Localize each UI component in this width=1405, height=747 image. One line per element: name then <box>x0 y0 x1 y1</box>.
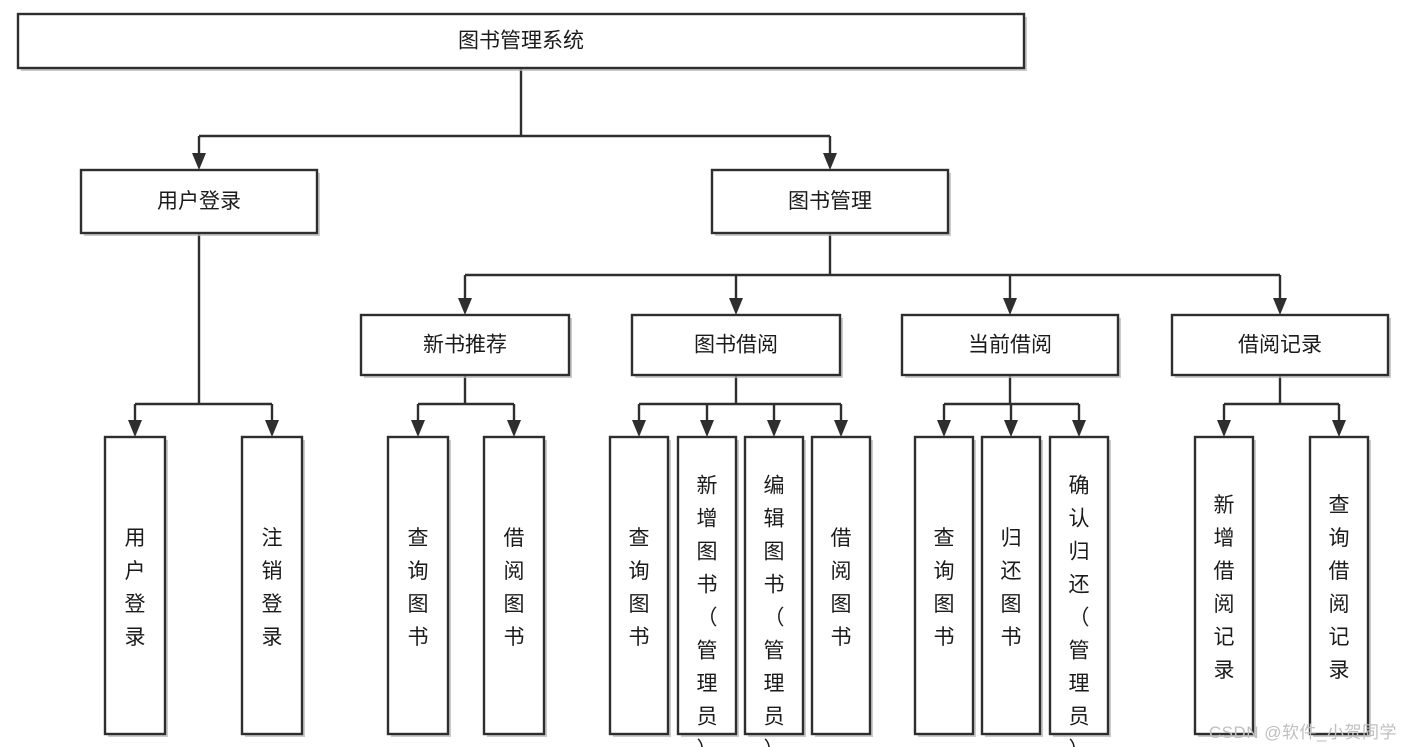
node-box-user-login-leaf[interactable] <box>103 435 167 736</box>
node-box-user-logout-leaf[interactable] <box>240 435 304 736</box>
node-box-book-management[interactable] <box>710 168 950 235</box>
node-label-recommend-borrow-book: 借阅图书 <box>504 527 525 649</box>
node-record-add[interactable]: 新增借阅记录 <box>1193 435 1256 737</box>
node-new-book-recommend[interactable]: 新书推荐 <box>359 313 572 378</box>
node-label-book-borrow: 图书借阅 <box>694 334 778 357</box>
arrow-head-icon-borrow-borrow-book <box>834 420 848 437</box>
node-box-book-borrow[interactable] <box>630 313 842 377</box>
arrow-head-icon-borrow-query-book <box>632 420 646 437</box>
node-current-return-book[interactable]: 归还图书 <box>980 435 1043 737</box>
arrow-head-icon-user-login <box>192 153 206 170</box>
nodes-layer: 图书管理系统用户登录用户登录注销登录图书管理新书推荐查询图书借阅图书图书借阅查询… <box>16 12 1391 747</box>
node-label-borrow-add-book: 新增图书（管理员） <box>697 475 718 747</box>
node-label-borrow-edit-book: 编辑图书（管理员） <box>764 475 785 747</box>
node-box-borrow-query-book[interactable] <box>608 435 670 736</box>
node-box-borrow-borrow-book[interactable] <box>810 435 872 736</box>
node-borrow-borrow-book[interactable]: 借阅图书 <box>810 435 873 737</box>
node-label-borrow-records: 借阅记录 <box>1238 334 1322 357</box>
node-label-record-add: 新增借阅记录 <box>1214 494 1235 682</box>
arrow-head-icon-current-confirm-return <box>1072 420 1086 437</box>
node-box-user-login[interactable] <box>79 168 319 235</box>
arrow-head-icon-current-borrow <box>1003 298 1017 315</box>
node-recommend-query-book[interactable]: 查询图书 <box>386 435 451 737</box>
arrow-head-icon-book-management <box>823 153 837 170</box>
arrow-head-icon-current-return-book <box>1004 420 1018 437</box>
node-box-current-query-book[interactable] <box>913 435 975 736</box>
node-book-management[interactable]: 图书管理 <box>710 168 951 236</box>
node-box-borrow-records[interactable] <box>1170 313 1390 377</box>
arrow-head-icon-current-query-book <box>937 420 951 437</box>
arrow-head-icon-borrow-add-book <box>700 420 714 437</box>
node-box-borrow-add-book[interactable] <box>676 435 738 736</box>
node-box-record-query[interactable] <box>1308 435 1370 736</box>
node-label-borrow-borrow-book: 借阅图书 <box>831 527 852 649</box>
arrow-head-icon-user-login-leaf <box>128 420 142 437</box>
node-label-borrow-query-book: 查询图书 <box>629 527 650 649</box>
node-label-record-query: 查询借阅记录 <box>1329 494 1350 682</box>
node-box-borrow-edit-book[interactable] <box>743 435 805 736</box>
node-label-new-book-recommend: 新书推荐 <box>423 334 507 357</box>
arrow-head-icon-borrow-edit-book <box>767 420 781 437</box>
node-box-current-return-book[interactable] <box>980 435 1042 736</box>
arrow-head-icon-user-logout-leaf <box>265 420 279 437</box>
node-recommend-borrow-book[interactable]: 借阅图书 <box>482 435 547 737</box>
node-box-current-borrow[interactable] <box>900 313 1120 377</box>
node-borrow-query-book[interactable]: 查询图书 <box>608 435 671 737</box>
arrow-head-icon-book-borrow <box>729 298 743 315</box>
connectors-layer <box>128 68 1346 437</box>
node-box-new-book-recommend[interactable] <box>359 313 571 377</box>
node-book-borrow[interactable]: 图书借阅 <box>630 313 843 378</box>
node-borrow-add-book[interactable]: 新增图书（管理员） <box>676 435 739 747</box>
node-box-root[interactable] <box>16 12 1026 70</box>
arrow-head-icon-borrow-records <box>1273 298 1287 315</box>
node-label-current-return-book: 归还图书 <box>1001 527 1022 649</box>
node-root[interactable]: 图书管理系统 <box>16 12 1027 71</box>
arrow-head-icon-record-query <box>1332 420 1346 437</box>
node-label-user-logout-leaf: 注销登录 <box>262 527 283 649</box>
arrow-head-icon-new-book-recommend <box>458 298 472 315</box>
node-label-root: 图书管理系统 <box>458 30 584 53</box>
node-current-confirm-return[interactable]: 确认归还（管理员） <box>1048 435 1111 747</box>
node-box-recommend-query-book[interactable] <box>386 435 450 736</box>
node-label-book-management: 图书管理 <box>788 190 872 213</box>
node-label-current-query-book: 查询图书 <box>934 527 955 649</box>
node-user-login[interactable]: 用户登录 <box>79 168 320 236</box>
node-borrow-records[interactable]: 借阅记录 <box>1170 313 1391 378</box>
node-record-query[interactable]: 查询借阅记录 <box>1308 435 1371 737</box>
node-label-user-login-leaf: 用户登录 <box>125 527 146 649</box>
arrow-head-icon-record-add <box>1217 420 1231 437</box>
arrow-head-icon-recommend-query-book <box>411 420 425 437</box>
node-box-record-add[interactable] <box>1193 435 1255 736</box>
node-label-user-login: 用户登录 <box>157 190 241 213</box>
node-user-logout-leaf[interactable]: 注销登录 <box>240 435 305 737</box>
node-box-recommend-borrow-book[interactable] <box>482 435 546 736</box>
node-label-recommend-query-book: 查询图书 <box>408 527 429 649</box>
watermark-text: CSDN @软件_小贺同学 <box>1208 723 1397 742</box>
node-user-login-leaf[interactable]: 用户登录 <box>103 435 168 737</box>
node-label-current-confirm-return: 确认归还（管理员） <box>1069 475 1090 747</box>
node-current-query-book[interactable]: 查询图书 <box>913 435 976 737</box>
node-borrow-edit-book[interactable]: 编辑图书（管理员） <box>743 435 806 747</box>
node-current-borrow[interactable]: 当前借阅 <box>900 313 1121 378</box>
node-label-current-borrow: 当前借阅 <box>968 334 1052 357</box>
node-box-current-confirm-return[interactable] <box>1048 435 1110 736</box>
arrow-head-icon-recommend-borrow-book <box>507 420 521 437</box>
